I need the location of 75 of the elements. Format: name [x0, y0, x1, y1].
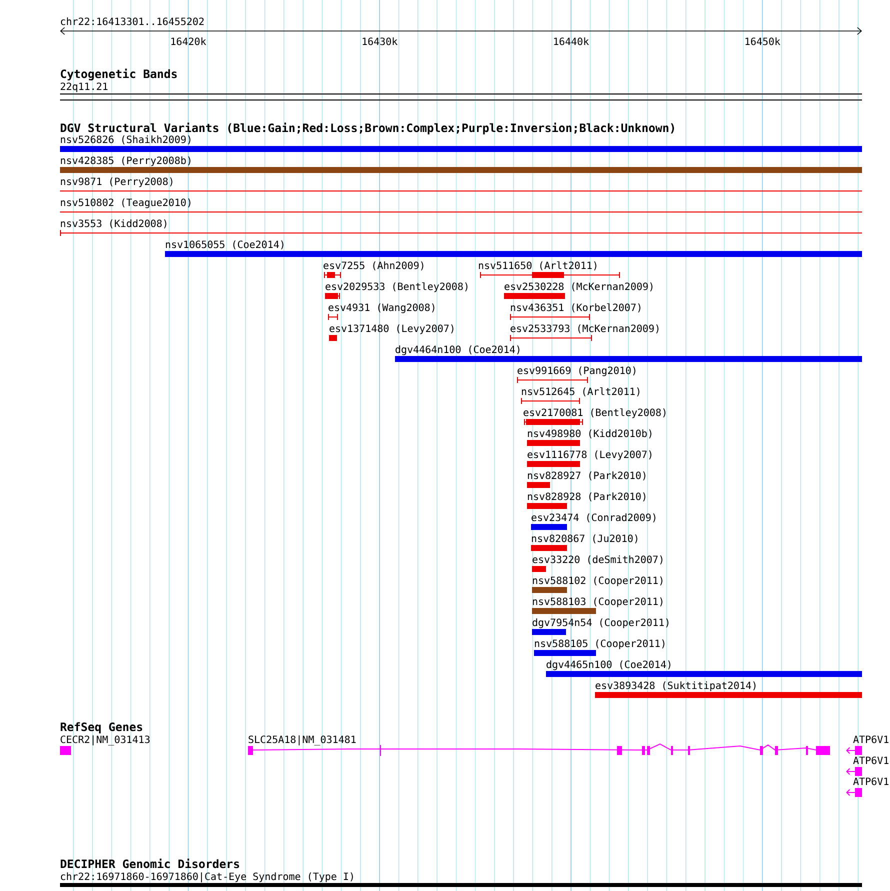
node-label: nsv588102 (Cooper2011) — [532, 576, 662, 586]
node-label: nsv820867 (Ju2010) — [532, 534, 638, 544]
variant-bar: nsv3553 (Kidd2008) — [60, 219, 862, 236]
node-label: dgv7954n54 (Cooper2011) — [532, 618, 668, 628]
node-label: CECR2|NM_031413 — [60, 735, 150, 746]
variant-bar: nsv510802 (Teague2010) — [60, 198, 862, 212]
node-label: dgv4465n100 (Coe2014) — [546, 660, 670, 670]
node-label: esv2170081 (Bentley2008) — [524, 408, 666, 418]
node-label: nsv498980 (Kidd2010b) — [528, 429, 652, 438]
node-label: nsv828927 (Park2010) — [528, 471, 646, 480]
variant-bar: esv2170081 (Bentley2008) — [524, 408, 666, 426]
variant-bar: nsv436351 (Korbel2007) — [510, 303, 640, 320]
node-label: dgv4464n100 (Coe2014) — [396, 345, 520, 356]
track-title: DGV Structural Variants (Blue:Gain;Red:Loss;Brown:Complex;Purple:Inversion;Black:Unknown) — [60, 122, 674, 134]
node-label: ATP6V1 — [853, 778, 888, 786]
variant-bar: esv1116778 (Levy2007) — [527, 450, 652, 467]
node-label: nsv428385 (Perry2008b) — [60, 156, 190, 166]
variant-bar: nsv828927 (Park2010) — [527, 471, 646, 488]
node-label: ATP6V1 — [853, 756, 888, 764]
tick-label: 16420k — [171, 37, 206, 46]
variant-bar: nsv526826 (Shaikh2009) — [60, 135, 862, 152]
variant-bar: esv2029533 (Bentley2008) — [324, 282, 468, 300]
tick-label: 16430k — [362, 37, 398, 46]
node-label: esv7255 (Ahn2009) — [324, 261, 424, 270]
variant-bar: nsv828928 (Park2010) — [527, 492, 646, 509]
node-label: esv1116778 (Levy2007) — [528, 450, 652, 460]
variant-bar: esv2530228 (McKernan2009) — [504, 282, 652, 299]
cytoband: 22q11.21 — [60, 82, 862, 100]
node-label: esv2029533 (Bentley2008) — [326, 282, 468, 292]
tick-label: 16440k — [554, 37, 589, 46]
variant-bar: nsv9871 (Perry2008) — [60, 177, 862, 192]
node-label: esv3893428 (Suktitipat2014) — [596, 681, 756, 692]
variant-bar: dgv7954n54 (Cooper2011) — [532, 618, 668, 635]
variant-bar: nsv820867 (Ju2010) — [531, 534, 638, 551]
variant-bar: esv7255 (Ahn2009) — [324, 261, 424, 278]
node-label: ATP6V1 — [853, 736, 888, 744]
node-label: nsv511650 (Arlt2011) — [478, 261, 596, 270]
variant-bar: esv3893428 (Suktitipat2014) — [595, 681, 862, 698]
variant-bar: esv4931 (Wang2008) — [328, 303, 434, 320]
variant-bar: esv23474 (Conrad2009) — [531, 513, 656, 530]
variant-bar: esv1371480 (Levy2007) — [329, 324, 454, 341]
gene-model: ATP6V1 — [846, 756, 888, 776]
gene-model: SLC25A18|NM_031481 — [248, 735, 830, 756]
node-label: nsv828928 (Park2010) — [528, 492, 646, 502]
variant-bar: nsv1065055 (Coe2014) — [165, 240, 862, 257]
node-label: esv1371480 (Levy2007) — [330, 324, 454, 334]
track-title: DECIPHER Genomic Disorders — [60, 858, 240, 868]
variant-bar: nsv588103 (Cooper2011) — [532, 597, 662, 614]
variant-bar: nsv512645 (Arlt2011) — [520, 387, 640, 404]
node-label: chr22:16971860-16971860|Cat-Eye Syndrome (Type I) — [60, 872, 353, 882]
node-label: esv2530228 (McKernan2009) — [504, 282, 652, 292]
variant-bar: nsv511650 (Arlt2011) — [478, 261, 620, 278]
tick-label: 16450k — [746, 37, 780, 46]
variant-bar: dgv4464n100 (Coe2014) — [395, 345, 862, 362]
node-label: nsv588105 (Cooper2011) — [534, 639, 664, 650]
variant-bar: nsv498980 (Kidd2010b) — [527, 429, 652, 446]
node-label: SLC25A18|NM_031481 — [248, 735, 356, 746]
node-label: nsv1065055 (Coe2014) — [166, 240, 284, 250]
variant-bar: esv33220 (deSmith2007) — [532, 555, 662, 572]
gene-model: ATP6V1 — [846, 778, 888, 797]
variant-bar: nsv588105 (Cooper2011) — [534, 639, 664, 656]
variant-bar: nsv428385 (Perry2008b) — [60, 156, 862, 173]
variant-bar: nsv588102 (Cooper2011) — [532, 576, 662, 593]
node-label: esv23474 (Conrad2009) — [532, 513, 656, 522]
gene-model: CECR2|NM_031413 — [60, 735, 150, 755]
node-label: nsv526826 (Shaikh2009) — [60, 135, 190, 144]
gene-model: ATP6V1 — [846, 736, 888, 755]
disorder-bar: chr22:16971860-16971860|Cat-Eye Syndrome (Type I) — [60, 872, 862, 887]
variant-bar: esv991669 (Pang2010) — [516, 366, 636, 384]
variant-bar: esv2533793 (McKernan2009) — [510, 324, 658, 342]
track-title: RefSeq Genes — [60, 722, 142, 734]
node-label: esv33220 (deSmith2007) — [532, 555, 662, 564]
node-label: nsv588103 (Cooper2011) — [532, 597, 662, 608]
region-label: chr22:16413301..16455202 — [60, 17, 204, 26]
variant-bar: dgv4465n100 (Coe2014) — [546, 660, 862, 677]
